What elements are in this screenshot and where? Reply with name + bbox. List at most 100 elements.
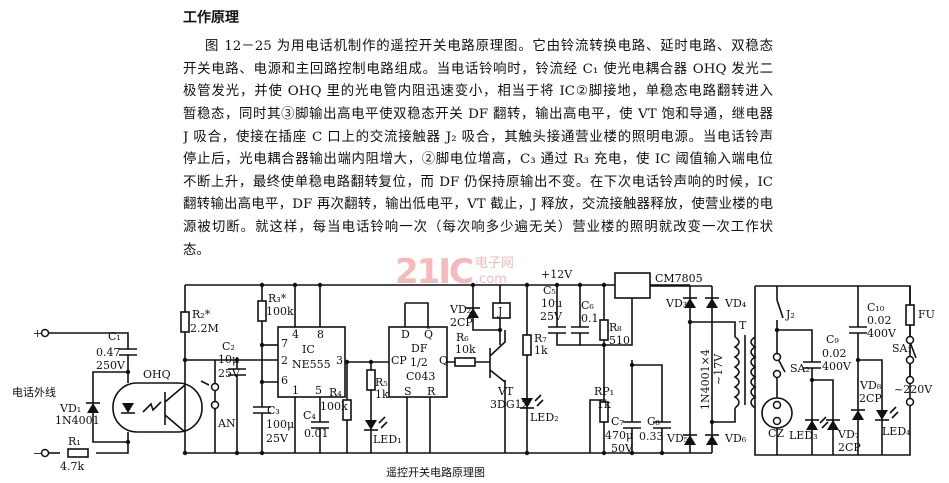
capacitor-gap xyxy=(228,369,246,375)
paragraph-line: 源被切断。就这样，每当电话铃响一次（每次响多少遍无关）营业楼的照明就改变一次工作… xyxy=(183,220,773,235)
label-d: D xyxy=(401,328,410,341)
label-17v: ~17V xyxy=(712,353,725,385)
section-heading: 工作原理 xyxy=(183,10,239,26)
junction-dot xyxy=(629,450,635,456)
junction-dot xyxy=(601,450,607,456)
diode-VD3 xyxy=(684,298,696,308)
label-c3v: 100μ xyxy=(266,418,294,431)
led-symbol xyxy=(521,398,533,408)
junction-dot xyxy=(182,450,188,456)
junction-dot xyxy=(182,357,188,363)
label-df: DF xyxy=(411,342,428,355)
wire xyxy=(96,432,129,454)
label-led4: LED₄ xyxy=(882,425,911,438)
label-c8v: 0.33 xyxy=(639,430,664,443)
paragraph-line: 不断上升，最终使单稳电路翻转复位，而 DF 仍保持原输出不变。在下次电话铃声响的… xyxy=(183,175,773,190)
label-r2v: 2.2M xyxy=(190,322,219,335)
label-p4: 4 xyxy=(292,328,299,341)
diode-VD2 xyxy=(467,308,479,318)
junction-dot xyxy=(809,377,815,383)
terminal xyxy=(772,416,782,426)
fuse-FU xyxy=(905,304,915,326)
ic-NE555 xyxy=(277,326,346,398)
label-c10v: 0.02 xyxy=(867,314,892,327)
resistor-symbol xyxy=(342,399,352,421)
terminal xyxy=(905,355,915,365)
label-c7: C₇ xyxy=(611,415,624,428)
capacitor-gap xyxy=(571,327,589,333)
wire xyxy=(556,285,581,346)
capacitor-gap xyxy=(653,422,671,428)
label-vd2: VD₂ xyxy=(449,303,471,316)
terminal xyxy=(210,400,220,410)
label-vd2t: 2CP xyxy=(450,316,473,329)
junction-dot xyxy=(629,362,635,368)
label-t: T xyxy=(739,319,747,332)
paragraph-line: J 吸合，使接在插座 C 口上的交流接触器 J₂ 吸合，其触头接通营业楼的照明电… xyxy=(183,130,773,145)
label-vd7t: 2CP xyxy=(838,441,861,454)
capacitor-gap xyxy=(803,362,821,368)
wire xyxy=(589,399,604,453)
label-p2: 2 xyxy=(281,354,288,367)
led-symbol xyxy=(122,403,134,413)
junction-dot xyxy=(855,357,861,363)
label-r8: R₈ xyxy=(609,321,622,334)
label-p5: 5 xyxy=(315,384,322,397)
capacitor-gap xyxy=(119,349,137,355)
label-vd8: VD₈ xyxy=(859,379,882,392)
junction-dot xyxy=(259,379,265,385)
light-arrows xyxy=(889,406,899,419)
label-r4: R₄ xyxy=(329,386,342,399)
label-v12: +12V xyxy=(541,268,573,281)
paragraph-line: 开关电路、电源和主回路控制电路组成。当电话铃响时，铃流经 C₁ 使光电耦合器 O… xyxy=(183,62,773,77)
label-c9: C₉ xyxy=(826,333,839,346)
label-p6: 6 xyxy=(281,374,288,387)
flipflop-DF xyxy=(388,326,448,398)
diode-VD6 xyxy=(706,435,718,445)
junction-dot xyxy=(774,327,780,333)
label-r4v: 100k xyxy=(320,400,348,413)
wire xyxy=(690,321,736,337)
label-vd5: VD₅ xyxy=(666,432,688,445)
paragraph-line: 图 12－25 为用电话机制作的遥控开关电路原理图。它由铃流转换电路、延时电路、… xyxy=(205,39,773,54)
transistor-VT xyxy=(489,330,506,383)
label-c10r: 400V xyxy=(867,327,897,340)
diode-VD1 xyxy=(87,403,99,413)
label-an: AN xyxy=(217,417,236,430)
label-phone_line: 电话外线 xyxy=(12,385,56,399)
label-vt: VT xyxy=(497,385,514,398)
wire xyxy=(777,329,813,455)
label-c5v: 10μ xyxy=(541,297,562,310)
transformer-T xyxy=(733,335,757,409)
label-vd7: VD₇ xyxy=(837,428,860,441)
paragraph-line: 停止后，光电耦合器输出端内阻增大，②脚电位增高，C₃ 通过 R₃ 充电，使 IC… xyxy=(183,152,773,167)
diode-VD4 xyxy=(706,298,718,308)
diode-VD8 xyxy=(852,410,864,420)
wire xyxy=(48,332,129,372)
label-led2: LED₂ xyxy=(530,411,559,424)
label-q: Q xyxy=(439,354,448,367)
label-v220: ~220V xyxy=(894,383,933,396)
label-r: R xyxy=(427,385,436,398)
junction-dot xyxy=(234,450,240,456)
label-r3v: 100k xyxy=(266,305,294,318)
junction-dot xyxy=(524,450,530,456)
label-half: 1/2 xyxy=(410,356,428,369)
regulator-CM7805 xyxy=(614,272,651,299)
label-r8v: 510 xyxy=(609,334,630,347)
label-r1: R₁ xyxy=(68,435,81,448)
capacitor-gap xyxy=(253,407,271,413)
socket-CZ xyxy=(761,397,793,429)
label-c7r: 50V xyxy=(611,442,634,455)
junction-dot xyxy=(125,439,131,445)
label-c8: C₈ xyxy=(647,415,660,428)
label-r1v: 4.7k xyxy=(60,460,84,473)
resistor-symbol xyxy=(599,401,609,423)
junction-dot xyxy=(292,282,298,288)
relay-coil-J xyxy=(492,302,511,319)
label-c10: C₁₀ xyxy=(867,301,885,314)
label-sa1: SA₁ xyxy=(892,342,912,355)
resistor-symbol xyxy=(522,334,532,356)
label-ic: IC xyxy=(302,343,315,356)
